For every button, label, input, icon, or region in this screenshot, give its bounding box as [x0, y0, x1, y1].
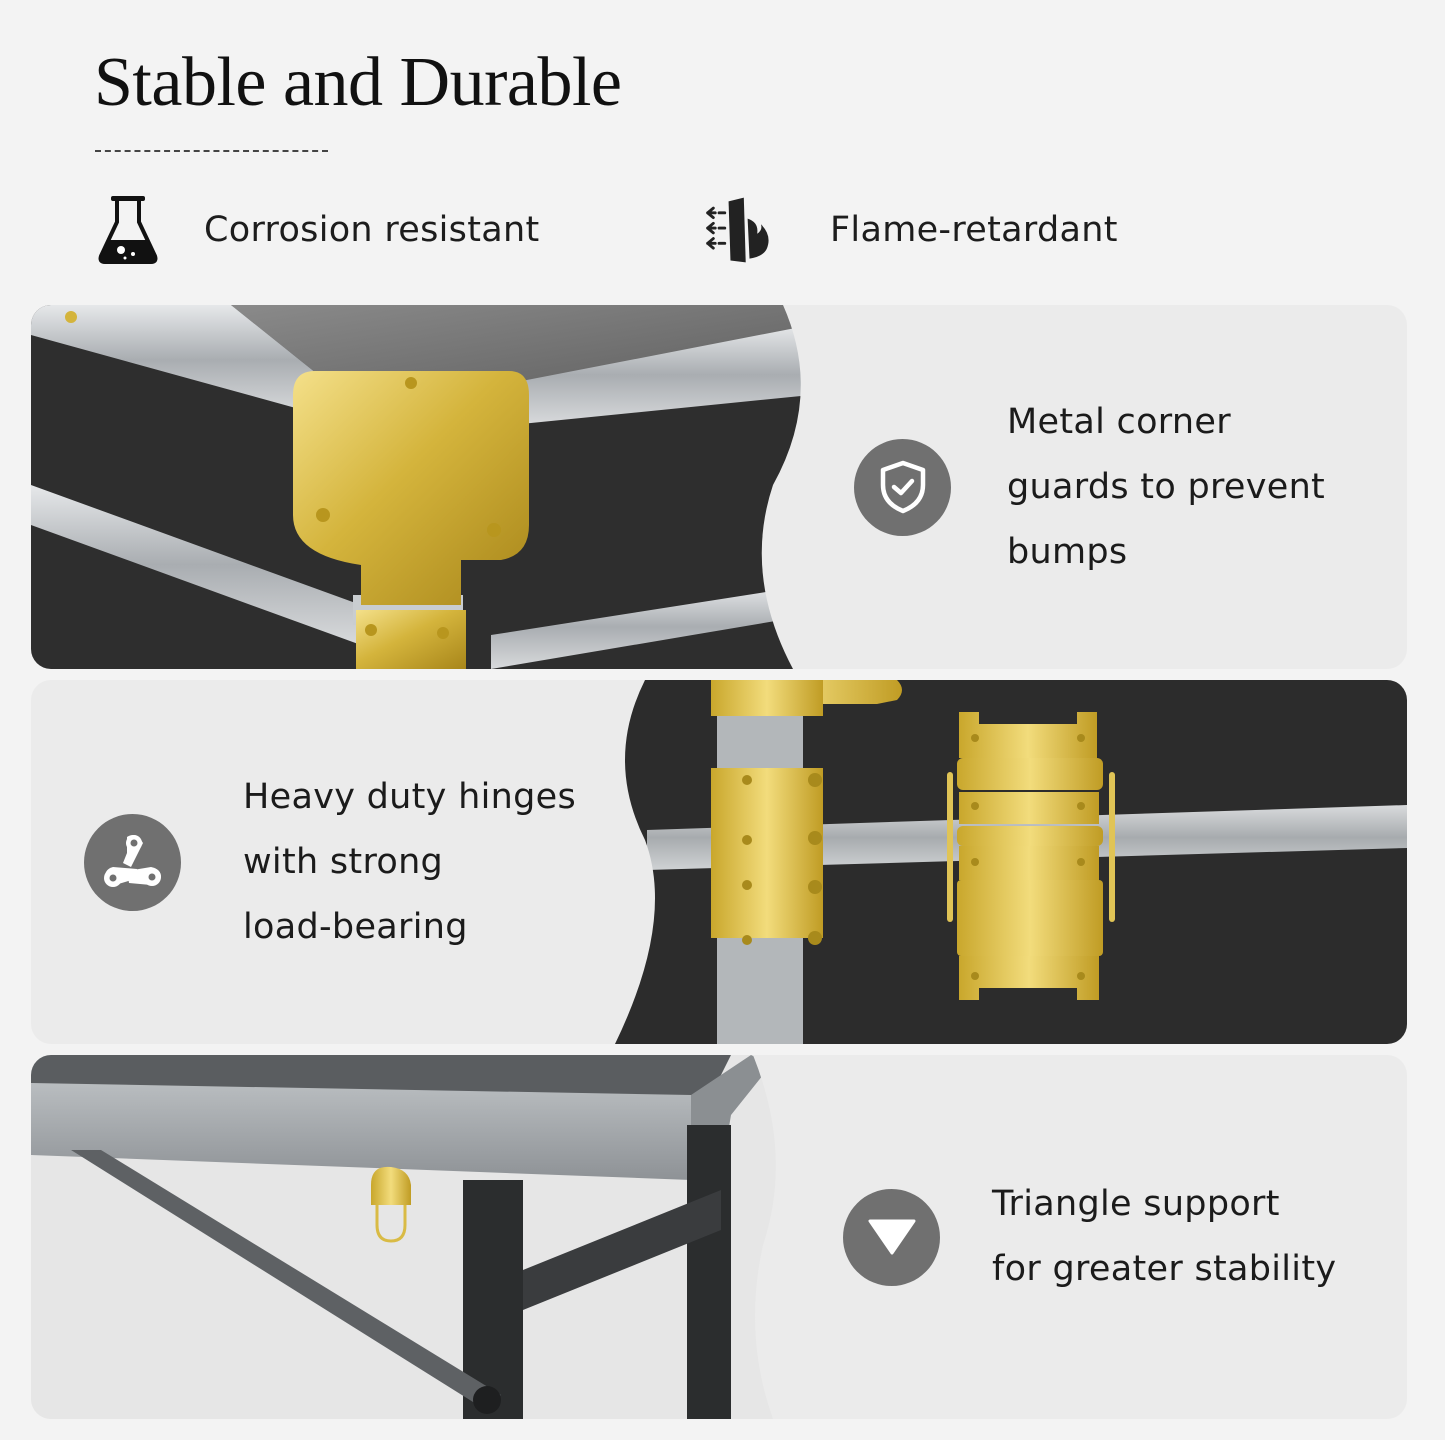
description-line: for greater stability: [992, 1249, 1337, 1289]
description-line: load-bearing: [243, 906, 468, 947]
title-divider: [95, 150, 328, 152]
shield-check-icon: [854, 438, 951, 536]
description-line: bumps: [1007, 531, 1128, 572]
card-text: Metal corner guards to prevent bumps: [854, 305, 1325, 669]
description-line: Heavy duty hinges: [243, 776, 576, 817]
description-line: guards to prevent: [1007, 466, 1326, 507]
table-leg-photo: [31, 1055, 793, 1419]
feature-corrosion-resistant: Corrosion resistant: [88, 190, 539, 270]
card-text: Heavy duty hinges with strong load-beari…: [84, 680, 576, 1044]
hinge-latch-photo: [605, 680, 1407, 1044]
feature-label: Flame-retardant: [830, 210, 1118, 250]
chain-link-icon: [84, 813, 181, 911]
card-description: Metal corner guards to prevent bumps: [1007, 390, 1325, 585]
card-text: Triangle support for greater stability: [843, 1055, 1336, 1419]
card-description: Heavy duty hinges with strong load-beari…: [243, 765, 576, 960]
feature-card-triangle-support: Triangle support for greater stability: [31, 1055, 1407, 1419]
flask-icon: [88, 190, 168, 270]
flame-barrier-icon: [700, 190, 780, 270]
feature-flame-retardant: Flame-retardant: [700, 190, 1118, 270]
description-line: Metal corner: [1007, 401, 1231, 442]
feature-label: Corrosion resistant: [204, 210, 540, 250]
feature-card-hinges: Heavy duty hinges with strong load-beari…: [31, 680, 1407, 1044]
triangle-down-icon: [843, 1188, 940, 1286]
feature-card-corner-guards: Metal corner guards to prevent bumps: [31, 305, 1407, 669]
description-line: with strong: [243, 841, 444, 882]
card-description: Triangle support for greater stability: [992, 1172, 1336, 1302]
corner-guard-photo: [31, 305, 813, 669]
description-line: Triangle support: [992, 1184, 1280, 1224]
page-title: Stable and Durable: [94, 44, 622, 121]
